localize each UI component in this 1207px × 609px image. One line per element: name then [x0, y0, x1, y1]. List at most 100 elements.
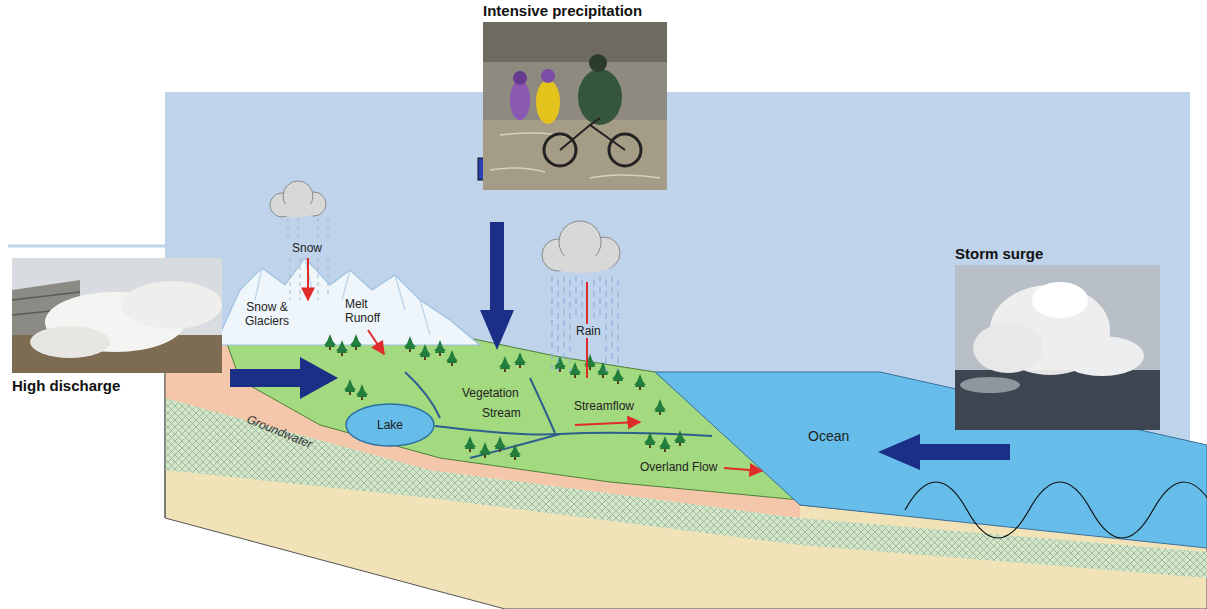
precipitation-photo [510, 80, 530, 120]
flow-arrows [575, 422, 640, 425]
precipitation-photo [483, 120, 667, 190]
rain-streaks [581, 280, 582, 318]
snow-streaks [290, 258, 291, 300]
stream-lines [405, 372, 712, 458]
rain-streaks [552, 276, 618, 372]
high-discharge-photo [122, 281, 222, 329]
high-discharge-photo [30, 326, 110, 358]
hazard-arrows [480, 310, 514, 350]
trees [464, 436, 476, 452]
precipitation-photo [589, 54, 607, 72]
precipitation-photo [483, 22, 667, 190]
precipitation-photo [483, 22, 667, 190]
storm-surge-photo [955, 265, 1160, 430]
process-label: Streamflow [574, 399, 634, 413]
storm-surge-photo [973, 323, 1043, 373]
stream-lines [435, 426, 712, 436]
trees [344, 379, 356, 395]
snow-streaks [328, 218, 329, 238]
storm-surge-photo [1060, 336, 1144, 376]
trees [419, 344, 431, 360]
trees [446, 350, 458, 366]
snow-streaks [288, 218, 328, 300]
photo-panel: Storm surge [955, 265, 1160, 430]
ocean-water [905, 482, 1207, 538]
trees [356, 384, 368, 400]
process-label: Stream [482, 406, 521, 420]
snow-mountains [215, 258, 480, 345]
process-label: Melt Runoff [345, 297, 397, 325]
high-discharge-photo [12, 258, 222, 373]
rain-streaks [611, 276, 612, 365]
flow-arrows [368, 330, 384, 354]
rain-streaks [617, 280, 618, 370]
ground-layers [165, 338, 1207, 609]
storm-surge-photo [1032, 282, 1088, 318]
rain-cloud [549, 255, 613, 273]
trees [584, 354, 596, 370]
hazard-arrows [490, 222, 504, 312]
trees [569, 362, 581, 378]
trees [659, 436, 671, 452]
precipitation-photo [536, 80, 560, 124]
snow-streaks [298, 218, 299, 238]
snow-streaks [318, 258, 319, 300]
snow-streaks [318, 218, 319, 238]
lake-outline [346, 404, 434, 446]
trees [324, 334, 336, 350]
hazard-arrows [878, 434, 920, 470]
rain-streaks [563, 276, 564, 365]
snow-streaks [288, 218, 289, 238]
rain-streaks [605, 280, 606, 372]
storm-surge-photo [955, 370, 1160, 430]
trees [612, 368, 624, 384]
trees [434, 340, 446, 356]
trees [509, 444, 521, 460]
snow-streaks [328, 258, 329, 296]
hazard-arrows [230, 158, 1010, 470]
rain-cloud [542, 221, 620, 273]
process-label: Ocean [808, 428, 849, 445]
lake-ellipse: Lake [345, 403, 435, 447]
process-label: Overland Flow [640, 460, 717, 474]
precipitation-photo [560, 118, 625, 150]
snow-streaks [300, 258, 301, 300]
trees [644, 432, 656, 448]
rain-streaks [599, 276, 600, 318]
trees [479, 442, 491, 458]
hazard-heading: Storm surge [955, 245, 1043, 262]
photo-panel: Intensive precipitation [483, 22, 667, 190]
high-discharge-photo [12, 258, 222, 373]
precipitation-photo [578, 69, 622, 125]
flow-arrows [724, 468, 762, 471]
rain-streaks [551, 276, 552, 370]
precipitation-photo [513, 71, 527, 85]
rain-streaks [593, 280, 594, 318]
storm-surge-photo [960, 377, 1020, 393]
process-label: Rain [574, 324, 603, 338]
trees [336, 340, 348, 356]
precipitation-photo [490, 133, 660, 178]
stream-lines [530, 378, 555, 433]
process-label: Snow [292, 241, 322, 255]
photo-panel: High discharge [12, 258, 222, 373]
precipitation-photo [541, 69, 555, 83]
trees [404, 336, 416, 352]
hazard-heading: Intensive precipitation [483, 2, 642, 19]
trees [674, 430, 686, 446]
trees [514, 352, 526, 368]
trees [654, 399, 666, 415]
rain-streaks [575, 276, 576, 318]
trees [499, 356, 511, 372]
lake-label: Lake [377, 418, 403, 432]
trees [324, 334, 686, 460]
storm-surge-photo [955, 265, 1160, 430]
snow-cloud [274, 203, 322, 217]
precipitation-photo [483, 22, 667, 62]
trees [634, 374, 646, 390]
hazard-arrows [918, 444, 1010, 460]
trees [597, 362, 609, 378]
